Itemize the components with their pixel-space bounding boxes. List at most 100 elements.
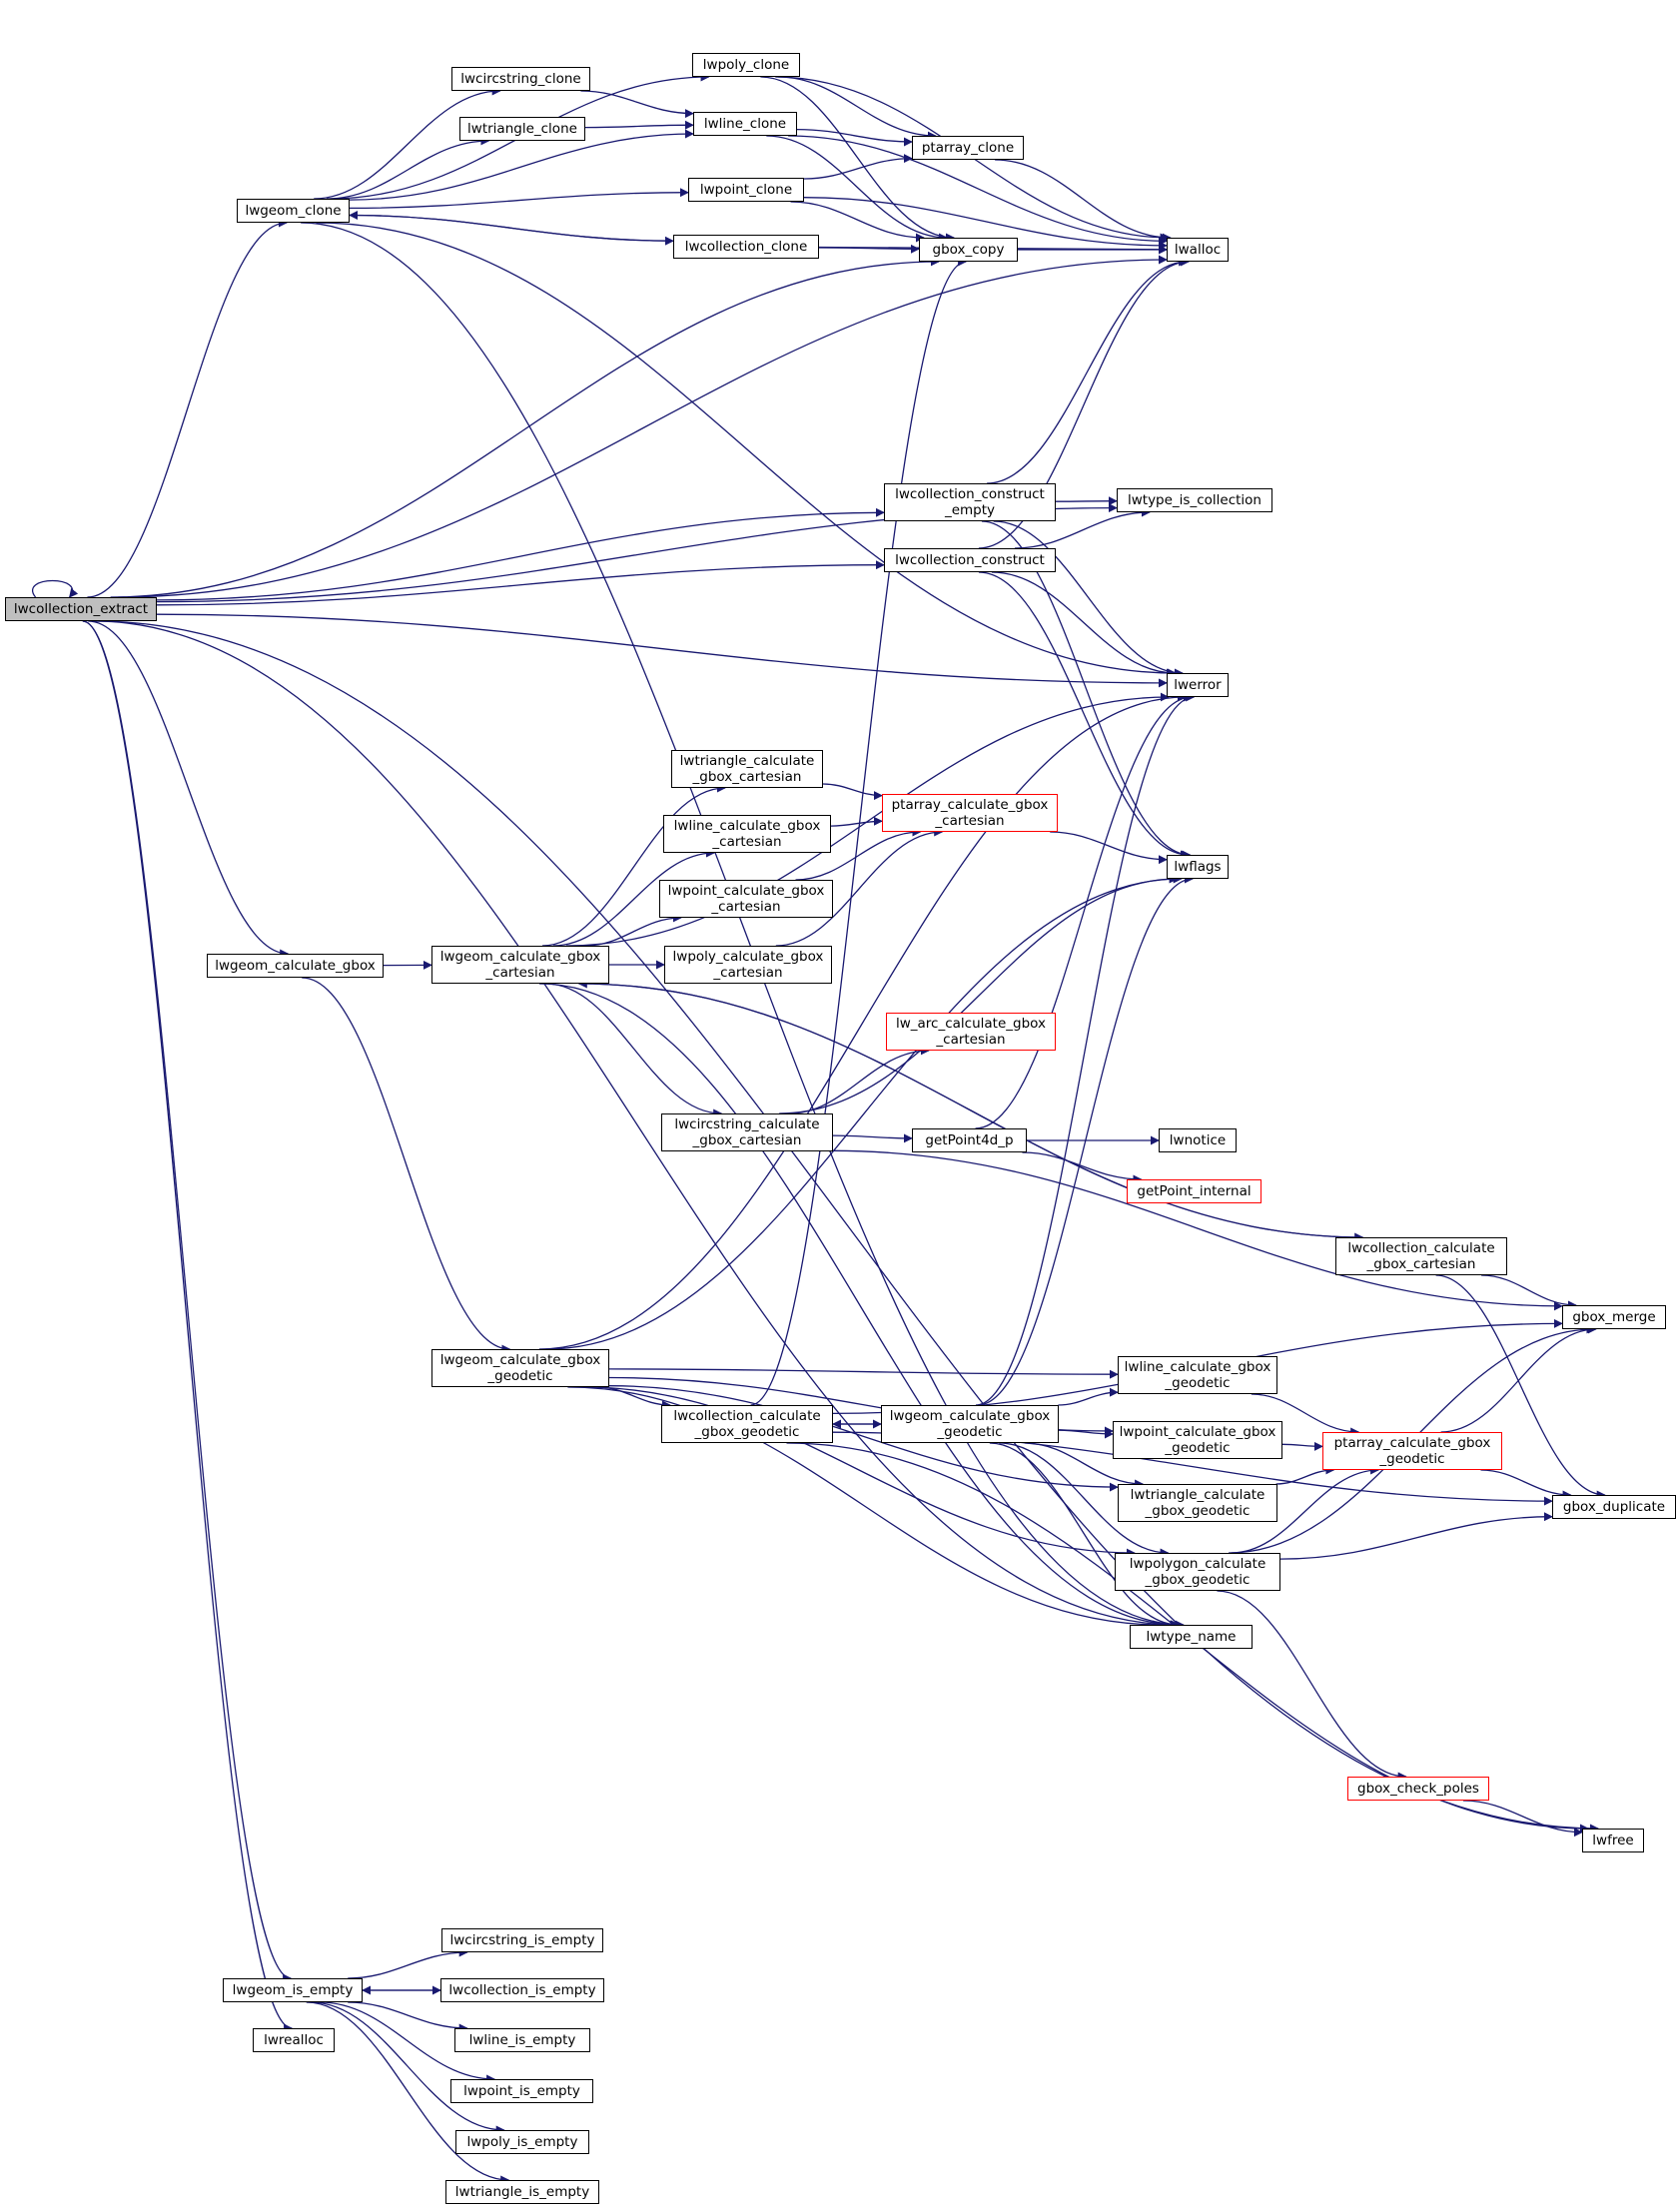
node-lwpoly-clone[interactable]: lwpoly_clone — [692, 53, 800, 77]
edge-lwpoint-clone-to-lwalloc — [803, 197, 1168, 251]
node-label-line: lwcircstring_clone — [460, 71, 581, 87]
node-lwpoly-calculate-gbox-cartesian[interactable]: lwpoly_calculate_gbox_cartesian — [664, 946, 832, 984]
node-gbox-merge[interactable]: gbox_merge — [1562, 1305, 1666, 1329]
node-label-line: _cartesian — [485, 965, 555, 981]
node-label-line: _cartesian — [936, 1032, 1006, 1048]
edge-lwgeom-is-empty-to-lwtriangle-is-empty — [306, 2001, 510, 2185]
node-ptarray-calculate-gbox-geodetic[interactable]: ptarray_calculate_gbox_geodetic — [1322, 1432, 1502, 1470]
edge-lwcircstring-calculate-gbox-cartesian-to-gbox-merge — [832, 1149, 1563, 1311]
edge-lwpoint-calculate-gbox-cartesian-to-ptarray-calculate-gbox-cartesian — [795, 827, 922, 881]
edge-lwcollection-construct-to-lwalloc — [978, 257, 1191, 549]
node-label-line: gbox_check_poles — [1357, 1781, 1479, 1797]
node-label-line: lwgeom_clone — [245, 203, 342, 219]
node-lwtriangle-calculate-gbox-geodetic[interactable]: lwtriangle_calculate_gbox_geodetic — [1118, 1484, 1277, 1522]
node-lwerror[interactable]: lwerror — [1167, 673, 1229, 697]
node-gbox-check-poles[interactable]: gbox_check_poles — [1347, 1777, 1489, 1801]
node-label-line: lwgeom_calculate_gbox — [889, 1408, 1051, 1424]
node-lwline-calculate-gbox-cartesian[interactable]: lwline_calculate_gbox_cartesian — [663, 815, 831, 853]
node-lwtriangle-calculate-gbox-cartesian[interactable]: lwtriangle_calculate_gbox_cartesian — [671, 750, 823, 788]
edge-lwgeom-calculate-gbox-geodetic2-to-lwtriangle-calculate-gbox-geodetic — [1024, 1442, 1145, 1489]
edge-lwgeom-clone-to-lwtriangle-clone — [327, 136, 490, 200]
edge-getPoint4d-p-to-getPoint-internal — [1022, 1151, 1143, 1184]
node-lwcollection-calculate-gbox-cartesian[interactable]: lwcollection_calculate_gbox_cartesian — [1335, 1237, 1507, 1275]
node-lwgeom-calculate-gbox[interactable]: lwgeom_calculate_gbox — [207, 954, 384, 978]
edge-lwgeom-calculate-gbox-geodetic2-to-lwpolygon-calculate-gbox-geodetic — [999, 1442, 1170, 1558]
node-lwline-calculate-gbox-geodetic[interactable]: lwline_calculate_gbox_geodetic — [1118, 1356, 1277, 1394]
node-lwtriangle-clone[interactable]: lwtriangle_clone — [459, 117, 585, 141]
edge-lwline-calculate-gbox-cartesian-to-ptarray-calculate-gbox-cartesian — [830, 816, 883, 827]
node-lwgeom-clone[interactable]: lwgeom_clone — [237, 199, 350, 223]
node-ptarray-clone[interactable]: ptarray_clone — [912, 136, 1024, 160]
edge-lwcollection-construct-empty-to-lwtype-is-collection — [1055, 496, 1118, 506]
node-getPoint-internal[interactable]: getPoint_internal — [1127, 1179, 1261, 1203]
edge-lwcollection-clone-to-lwgeom-clone — [349, 211, 674, 242]
node-lwcircstring-is-empty[interactable]: lwcircstring_is_empty — [441, 1928, 603, 1952]
node-getPoint4d-p[interactable]: getPoint4d_p — [912, 1128, 1027, 1152]
node-label-line: lwrealloc — [264, 2032, 324, 2048]
node-label-line: lwpoint_calculate_gbox — [667, 883, 825, 899]
node-label-line: lwpoly_clone — [702, 57, 790, 73]
node-label-line: _gbox_cartesian — [692, 1132, 802, 1148]
node-label-line: _gbox_cartesian — [692, 769, 802, 785]
edge-lwpoly-clone-to-ptarray-clone — [778, 76, 937, 141]
edge-lwcollection-extract-to-lwcollection-construct — [156, 560, 885, 606]
node-label-line: lwflags — [1174, 859, 1222, 875]
node-label-line: lwtype_is_collection — [1127, 492, 1261, 508]
node-label-line: _geodetic — [487, 1368, 553, 1384]
edge-ptarray-calculate-gbox-cartesian-to-lwflags — [1050, 831, 1168, 865]
edge-lwgeom-calculate-gbox-geodetic-to-lwflags — [545, 874, 1183, 1350]
node-lwpoint-calculate-gbox-cartesian[interactable]: lwpoint_calculate_gbox_cartesian — [659, 880, 833, 918]
node-lwcollection-extract[interactable]: lwcollection_extract — [5, 597, 157, 621]
node-lwcircstring-calculate-gbox-cartesian[interactable]: lwcircstring_calculate_gbox_cartesian — [661, 1113, 833, 1151]
node-lwcollection-is-empty[interactable]: lwcollection_is_empty — [440, 1978, 604, 2002]
node-gbox-duplicate[interactable]: gbox_duplicate — [1552, 1495, 1676, 1519]
node-lwcollection-construct[interactable]: lwcollection_construct — [884, 548, 1056, 572]
edge-lwgeom-calculate-gbox-geodetic2-to-lwpoint-calculate-gbox-geodetic — [1058, 1429, 1114, 1439]
node-lwcollection-clone[interactable]: lwcollection_clone — [673, 235, 819, 259]
edge-lwcollection-extract-to-lwcollection-extract — [32, 579, 79, 598]
node-gbox-copy[interactable]: gbox_copy — [919, 238, 1018, 262]
node-lwpoint-calculate-gbox-geodetic[interactable]: lwpoint_calculate_gbox_geodetic — [1113, 1421, 1282, 1459]
edge-lwcircstring-calculate-gbox-cartesian-to-getPoint4d-p — [832, 1133, 913, 1143]
node-lwpoint-clone[interactable]: lwpoint_clone — [688, 178, 804, 202]
edge-lwgeom-calculate-gbox-cartesian-to-lwtriangle-calculate-gbox-cartesian — [541, 783, 726, 947]
node-lwpolygon-calculate-gbox-geodetic[interactable]: lwpolygon_calculate_gbox_geodetic — [1115, 1553, 1280, 1591]
node-lwalloc[interactable]: lwalloc — [1167, 238, 1229, 262]
node-lwgeom-calculate-gbox-geodetic[interactable]: lwgeom_calculate_gbox_geodetic — [431, 1349, 609, 1387]
node-lwgeom-calculate-gbox-cartesian[interactable]: lwgeom_calculate_gbox_cartesian — [431, 946, 609, 984]
node-label-line: lwcollection_extract — [13, 601, 149, 617]
node-lwtype-name[interactable]: lwtype_name — [1130, 1625, 1253, 1649]
node-lwrealloc[interactable]: lwrealloc — [253, 2028, 335, 2052]
node-lwtype-is-collection[interactable]: lwtype_is_collection — [1117, 488, 1272, 512]
node-lwcollection-construct-empty[interactable]: lwcollection_construct_empty — [884, 483, 1056, 521]
edge-lwgeom-calculate-gbox-cartesian-to-lwtype-name — [538, 983, 1181, 1630]
node-lwnotice[interactable]: lwnotice — [1159, 1128, 1237, 1152]
edge-lwcollection-extract-to-lwgeom-is-empty — [82, 620, 293, 1983]
node-lwtriangle-is-empty[interactable]: lwtriangle_is_empty — [445, 2180, 599, 2204]
edge-lwpoly-clone-to-gbox-copy — [760, 76, 955, 243]
node-label-line: gbox_duplicate — [1562, 1499, 1666, 1515]
node-label-line: lwline_clone — [703, 116, 787, 132]
node-lwgeom-calculate-gbox-geodetic2[interactable]: lwgeom_calculate_gbox_geodetic — [881, 1405, 1059, 1443]
node-lwcollection-calculate-gbox-geodetic[interactable]: lwcollection_calculate_gbox_geodetic — [661, 1405, 833, 1443]
node-label-line: lwline_is_empty — [468, 2032, 576, 2048]
node-label-line: lwtriangle_calculate — [1130, 1487, 1265, 1503]
node-label-line: _geodetic — [1165, 1375, 1231, 1391]
edge-lwtriangle-calculate-gbox-cartesian-to-ptarray-calculate-gbox-cartesian — [822, 783, 883, 801]
node-lw-arc-calculate-gbox-cartesian[interactable]: lw_arc_calculate_gbox_cartesian — [886, 1013, 1056, 1051]
node-lwline-clone[interactable]: lwline_clone — [693, 112, 797, 136]
node-label-line: lwtriangle_calculate — [679, 753, 815, 769]
node-ptarray-calculate-gbox-cartesian[interactable]: ptarray_calculate_gbox_cartesian — [882, 794, 1058, 832]
edge-lwgeom-calculate-gbox-geodetic2-to-lwflags — [977, 874, 1194, 1406]
node-lwflags[interactable]: lwflags — [1167, 855, 1229, 879]
edge-lwgeom-calculate-gbox-geodetic-to-lwerror — [538, 692, 1187, 1350]
node-lwfree[interactable]: lwfree — [1582, 1829, 1644, 1852]
node-lwline-is-empty[interactable]: lwline_is_empty — [454, 2028, 590, 2052]
node-lwgeom-is-empty[interactable]: lwgeom_is_empty — [223, 1978, 363, 2002]
node-lwcircstring-clone[interactable]: lwcircstring_clone — [451, 67, 590, 91]
node-lwpoint-is-empty[interactable]: lwpoint_is_empty — [450, 2079, 593, 2103]
node-lwpoly-is-empty[interactable]: lwpoly_is_empty — [455, 2130, 589, 2154]
edge-lwcollection-extract-to-lwrealloc — [82, 620, 294, 2033]
